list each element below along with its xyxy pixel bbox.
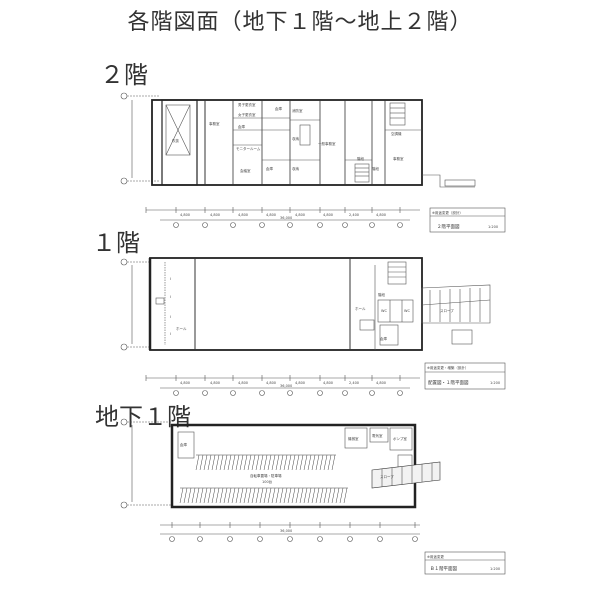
room-label: 機械室 <box>348 436 359 441</box>
dimension-label: 2,400 <box>349 213 359 217</box>
svg-text:I: I <box>170 315 171 319</box>
center-count: 100台 <box>262 479 273 484</box>
room-label: 倉庫 <box>180 442 187 447</box>
legend-scale: 1:200 <box>490 381 500 385</box>
room-label: 収納 <box>292 166 300 171</box>
legend-title: ２階平面図 <box>437 223 460 230</box>
legend-note: ※用途変更 <box>427 554 444 559</box>
parking-stalls-bottom <box>179 487 348 504</box>
plan-b1f: 倉庫 機械室 電気室 ポンプ室 スロープ 自転車置場・駐車場 100台 36,0… <box>120 418 506 575</box>
room-label: 収納 <box>292 136 300 141</box>
legend-note: ※用途変更・増築（設計） <box>427 365 468 370</box>
dimension-total: 36,000 <box>280 529 292 533</box>
dimension-total: 36,000 <box>280 384 292 388</box>
plan-2f: 事務室 男子更衣室 女子更衣室 倉庫 モニタールーム 倉庫 会議室 吹抜 収納 … <box>120 92 506 233</box>
room-label: 倉庫 <box>266 166 274 171</box>
dimension-label: 4,800 <box>323 213 333 217</box>
room-label: WC <box>381 309 387 313</box>
room-label: 階段 <box>378 292 386 297</box>
room-label: 吹抜 <box>172 138 179 143</box>
dimension-label: 2,400 <box>349 381 359 385</box>
floor-label-2f: ２階 <box>100 61 148 89</box>
room-label: 階段 <box>357 156 365 161</box>
floor-label-b1f: 地下１階 <box>95 403 191 431</box>
room-label: 事務室 <box>393 156 404 161</box>
room-label: 空調機 <box>391 131 402 136</box>
dimension-label: 4,800 <box>238 213 248 217</box>
svg-text:I: I <box>170 332 171 336</box>
dimension-label: 4,800 <box>180 213 190 217</box>
room-label: 女子更衣室 <box>238 112 256 117</box>
legend-scale: 1:200 <box>490 567 500 571</box>
room-label: スロープ <box>440 308 454 313</box>
dimension-label: 4,800 <box>266 213 276 217</box>
parking-stalls-top <box>195 454 336 471</box>
dimension-label: 4,800 <box>180 381 190 385</box>
room-label: ホール <box>355 306 366 311</box>
dimension-label: 4,800 <box>295 381 305 385</box>
room-label: ポンプ室 <box>393 436 407 441</box>
room-label: WC <box>404 309 410 313</box>
room-label: 会議室 <box>240 168 251 173</box>
floor-label-1f: １階 <box>92 229 140 257</box>
center-label: 自転車置場・駐車場 <box>250 473 282 478</box>
room-label: スロープ <box>380 474 394 479</box>
legend-title: 配置図・１階平面図 <box>428 379 469 386</box>
room-label: 倉庫 <box>238 124 245 129</box>
legend-title: Ｂ１階平面図 <box>430 565 457 572</box>
svg-text:I: I <box>170 295 171 299</box>
room-label: 倉庫 <box>380 336 388 341</box>
room-label: ホール <box>176 326 187 331</box>
room-label: 男子更衣室 <box>238 102 256 107</box>
page-title: 各階図面（地下１階〜地上２階） <box>127 10 473 35</box>
dimension-label: 4,800 <box>376 213 386 217</box>
room-label: 事務室 <box>209 121 220 126</box>
room-label: 消防室 <box>292 108 303 113</box>
legend-scale: 1:200 <box>488 225 498 229</box>
dimension-label: 4,800 <box>210 381 220 385</box>
dimension-label: 4,800 <box>323 381 333 385</box>
dimension-label: 4,800 <box>238 381 248 385</box>
room-label: 一般事務室 <box>318 141 336 146</box>
svg-text:I: I <box>170 277 171 281</box>
legend-note: ※用途変更（設計） <box>432 210 463 215</box>
dimension-label: 4,800 <box>295 213 305 217</box>
plan-1f: I I I I ホール ホール 倉庫 WC WC 階段 スロープ <box>120 257 506 396</box>
dimension-label: 4,800 <box>210 213 220 217</box>
dimension-label: 4,800 <box>376 381 386 385</box>
dimension-total: 36,000 <box>280 216 292 220</box>
room-label: 階段 <box>372 166 380 171</box>
room-label: 倉庫 <box>275 106 283 111</box>
room-label: モニタールーム <box>236 146 261 151</box>
room-label: 電気室 <box>372 433 383 438</box>
dimension-label: 4,800 <box>266 381 276 385</box>
